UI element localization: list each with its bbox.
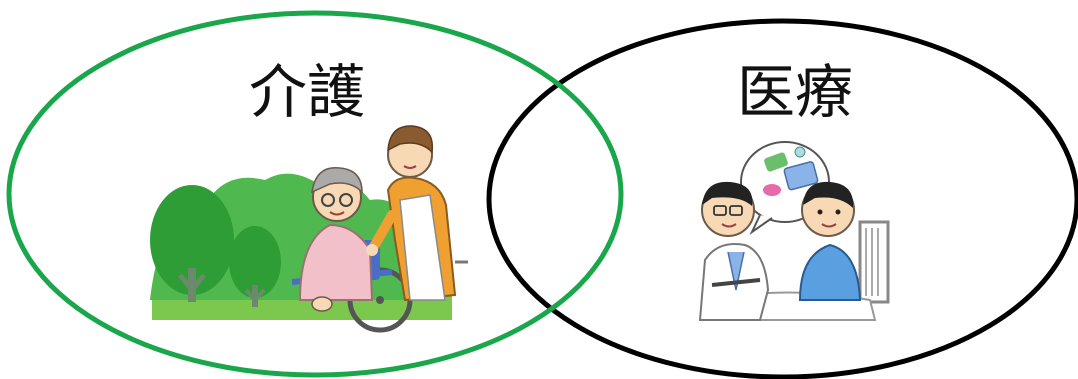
- medical-label: 医療: [737, 58, 853, 126]
- care-illustration: [150, 125, 468, 333]
- medical-illustration: [698, 141, 890, 321]
- medical-circle: [486, 18, 1078, 379]
- care-label: 介護: [249, 58, 365, 126]
- care-circle: [6, 10, 624, 378]
